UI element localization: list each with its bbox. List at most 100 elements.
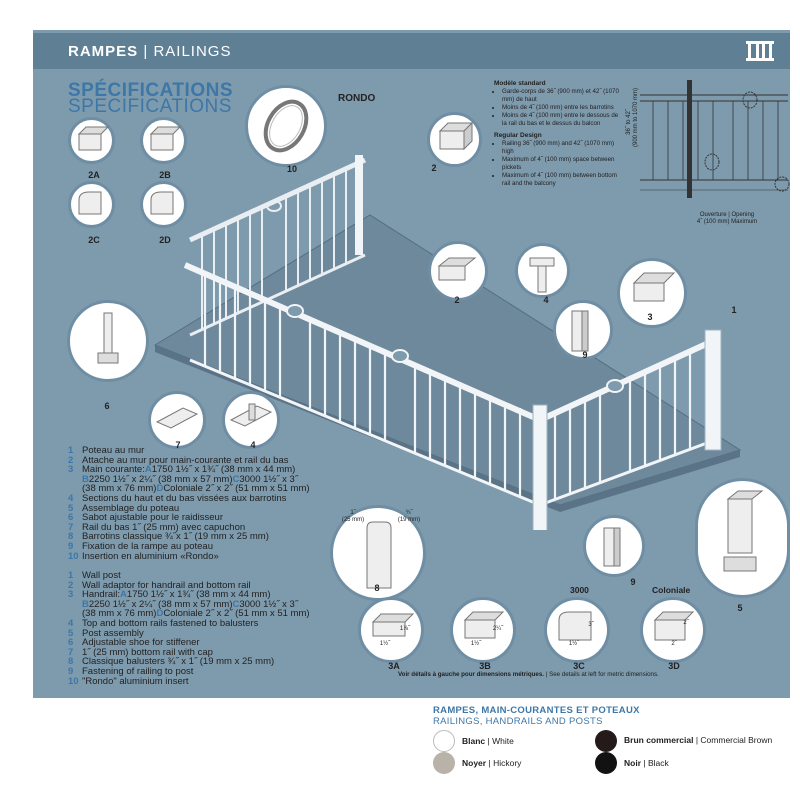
elevation-figure [640,80,790,198]
swatch-commercial-brown [595,730,617,752]
callout-2-top [427,112,482,167]
dim-3b: 2¼˝ [492,626,504,632]
opening-fr: Ouverture [699,212,727,218]
callout-rondo [245,85,327,167]
end-post [704,329,722,451]
callout-label: 3A [388,661,400,671]
brand-fr: RAMPES [68,43,139,60]
dim-3d-bottom: 2˝ [671,641,677,647]
callout-9-top [553,300,613,360]
callout-label: 9 [630,577,636,587]
colors-title: RAMPES, MAIN-COURANTES ET POTEAUX [433,705,640,716]
notes-fr-item: Garde-corps de 36˝ (900 mm) et 42˝ (1070… [502,88,624,104]
callout-label: 2 [431,163,437,173]
dim-3c-bottom: 1½˝ [568,641,580,647]
callout-3b [450,597,516,663]
header-title: RAMPES | RAILINGS [68,43,231,60]
opening-value: 4˝ (100 mm) Maximum [696,219,758,225]
callout-label: 2B [159,170,171,180]
rondo-insert [286,304,304,318]
dim-3b-bottom: 1½˝ [470,641,482,647]
dim-8-right: ¾˝ (19 mm) [397,510,421,523]
callout-label: 3B [479,661,491,671]
callout-6 [67,300,149,382]
footnote-en: See details at left for metric dimension… [549,671,659,678]
callout-3-top [617,258,687,328]
swatch-label-commercial-brown: Brun commercial | Commercial Brown [624,735,773,745]
list-item: (38 mm x 76 mm) D Coloniale 2˝ x 2˝ (51 … [82,483,310,495]
rondo-insert [266,200,282,212]
dim-3a-bottom: 1½˝ [379,641,391,647]
callout-2b [140,117,187,164]
back-balusters [201,168,347,330]
spec-title-fr: SPÉCIFICATIONS [68,80,233,101]
colors-subtitle: RAILINGS, HANDRAILS AND POSTS [433,716,603,727]
corner-post [532,404,548,530]
railing-illustration [153,155,742,530]
callout-label: 2A [88,170,100,180]
dim-3d-right: 2˝ [683,620,689,626]
rondo-insert [606,379,624,393]
design-notes: Modèle standard Garde-corps de 36˝ (900 … [494,80,624,192]
callout-label: 6 [104,401,110,411]
callout-label: 2C [88,235,100,245]
callout-label: 3 [647,312,653,322]
front-balusters [203,272,522,496]
right-bottom-rail [539,438,716,507]
callout-2d [140,181,187,228]
callout-4-top [515,243,570,298]
spec-title-en: SPECIFICATIONS [68,96,232,117]
height-label: 36˝ to 42˝ (900 mm to 1070 mm) [626,88,639,147]
profile-3000-label: 3000 [570,585,589,595]
callout-label: 7 [175,440,181,450]
callout-label: 3D [668,661,680,671]
swatch-label-black: Noir | Black [624,758,669,768]
callout-label: 9 [582,350,588,360]
callout-label: 4 [543,295,549,305]
callout-3c [544,597,610,663]
rondo-insert [391,349,409,363]
list-item: B 2250 1½˝ x 2¼˝ (38 mm x 57 mm) C 3000 … [82,598,298,610]
swatch-label-white: Blanc | White [462,736,514,746]
callout-label: 2 [454,295,460,305]
rondo-title: RONDO [338,93,376,104]
header-bar [33,33,790,69]
footnote-fr: Voir détails à gauche pour dimensions mé… [398,671,545,678]
opening-en: Opening [731,212,755,218]
callout-3a [358,597,424,663]
callout-label: 1 [731,305,737,315]
dim-3c: 3˝ [588,622,594,628]
callout-4-bottom [222,391,280,449]
notes-en-head: Regular Design [494,132,542,139]
notes-fr-head: Modèle standard [494,80,546,87]
notes-fr-item: Moins de 4˝ (100 mm) entre le dessous de… [502,112,624,128]
callout-label: 3C [573,661,585,671]
opening-sep: | [728,212,730,218]
notes-en-item: Maximum of 4˝ (100 mm) between bottom ra… [502,172,624,188]
callout-label: 8 [374,583,380,593]
notes-en-list: Railing 36˝ (900 mm) and 42˝ (1070 mm) h… [494,140,624,188]
callout-2c [68,181,115,228]
right-balusters [553,351,692,500]
brand-en: RAILINGS [153,43,232,60]
notes-en-item: Railing 36˝ (900 mm) and 42˝ (1070 mm) h… [502,140,624,156]
swatch-white [433,730,455,752]
metric-footnote: Voir détails à gauche pour dimensions mé… [398,671,659,678]
callout-5 [695,478,790,598]
